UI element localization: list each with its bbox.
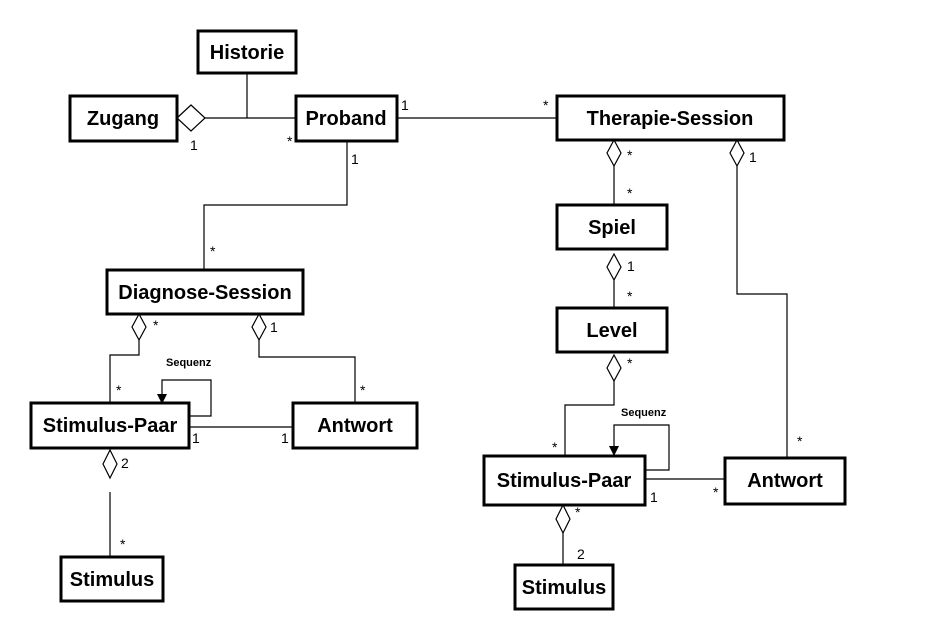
mult-zugang-proband-1: 1 [190, 137, 198, 153]
diagnose-antwort-line [258, 340, 356, 403]
mult-paar-antwort-left-1b: 1 [281, 430, 289, 446]
class-stimulus-left: Stimulus [59, 555, 165, 603]
sequenz-label-right: Sequenz [621, 407, 667, 419]
class-zugang-label: Zugang [87, 108, 159, 130]
diamond-diagnose-antwort [251, 312, 267, 342]
class-stimulus-right: Stimulus [513, 563, 615, 611]
proband-diagnose-line [203, 142, 348, 270]
diamond-therapie-spiel [606, 138, 622, 168]
class-therapie-session: Therapie-Session [555, 94, 786, 142]
mult-paar-antwort-right-1: 1 [650, 489, 658, 505]
class-stimulus-right-label: Stimulus [522, 577, 606, 599]
class-spiel: Spiel [555, 203, 669, 251]
mult-spiel-level-1: 1 [627, 258, 635, 274]
sequenz-loop-left [161, 379, 212, 417]
mult-zugang-proband-star: * [287, 133, 293, 149]
class-stimulus-paar-right-label: Stimulus-Paar [497, 470, 632, 492]
mult-diag-antwort-1: 1 [270, 319, 278, 335]
class-diagnose-session: Diagnose-Session [105, 268, 305, 316]
mult-paar-antwort-right-star: * [713, 484, 719, 500]
mult-therapie-spiel-star-bottom: * [627, 185, 633, 201]
mult-paar-stimulus-right-2: 2 [577, 546, 585, 562]
mult-paar-antwort-left-1a: 1 [192, 430, 200, 446]
sequenz-loop-right [613, 424, 670, 471]
mult-therapie-antwort-star: * [797, 433, 803, 449]
class-stimulus-paar-right: Stimulus-Paar [482, 454, 647, 507]
mult-level-paar-star-bottom: * [552, 439, 558, 455]
mult-therapie-spiel-star-top: * [627, 147, 633, 163]
class-spiel-label: Spiel [588, 217, 636, 239]
diamond-paar-stimulus-right [555, 503, 571, 535]
mult-spiel-level-star: * [627, 288, 633, 304]
sequenz-arrowhead-right [609, 446, 619, 456]
mult-proband-therapie-1: 1 [401, 97, 409, 113]
class-antwort-left-label: Antwort [317, 415, 393, 437]
diagnose-paar-line [109, 340, 140, 403]
class-therapie-session-label: Therapie-Session [587, 108, 754, 130]
mult-level-paar-star-top: * [627, 355, 633, 371]
class-antwort-left: Antwort [291, 401, 419, 450]
class-stimulus-left-label: Stimulus [70, 569, 154, 591]
diamond-spiel-level [606, 252, 622, 282]
diamond-diagnose-paar [131, 312, 147, 342]
mult-paar-stimulus-left-star: * [120, 536, 126, 552]
sequenz-arrowhead-left [157, 394, 167, 404]
mult-therapie-antwort-1: 1 [749, 149, 757, 165]
class-proband-label: Proband [305, 108, 386, 130]
class-antwort-right-label: Antwort [747, 470, 823, 492]
class-level: Level [555, 306, 669, 354]
mult-proband-therapie-star: * [543, 97, 549, 113]
class-level-label: Level [586, 320, 637, 342]
aggregation-diamonds [102, 104, 745, 535]
mult-paar-stimulus-right-star: * [575, 504, 581, 520]
class-proband: Proband [294, 94, 399, 143]
mult-proband-diagnose-star: * [210, 243, 216, 259]
class-historie: Historie [196, 29, 298, 75]
class-zugang: Zugang [68, 94, 179, 143]
connectors [109, 74, 788, 565]
diamond-paar-stimulus-left [102, 448, 118, 480]
mult-proband-diagnose-1: 1 [351, 151, 359, 167]
diamond-level-paar [606, 353, 622, 383]
mult-diag-antwort-star: * [360, 382, 366, 398]
diamond-therapie-antwort [729, 138, 745, 168]
mult-diag-paar-star-top: * [153, 317, 159, 333]
class-historie-label: Historie [210, 42, 284, 64]
sequenz-label-left: Sequenz [166, 357, 212, 369]
diamond-zugang [176, 104, 206, 132]
therapie-antwort-line [736, 166, 788, 458]
level-paar-line [564, 381, 615, 456]
class-diagnose-session-label: Diagnose-Session [118, 282, 291, 304]
mult-paar-stimulus-left-2: 2 [121, 455, 129, 471]
class-stimulus-paar-left: Stimulus-Paar [29, 401, 191, 450]
mult-diag-paar-star-bottom: * [116, 382, 122, 398]
multiplicities: 1 * 1 * 1 * * * 1 * 1 * * * * * 1 * 1 1 … [116, 97, 803, 562]
class-stimulus-paar-left-label: Stimulus-Paar [43, 415, 178, 437]
class-antwort-right: Antwort [723, 456, 847, 506]
